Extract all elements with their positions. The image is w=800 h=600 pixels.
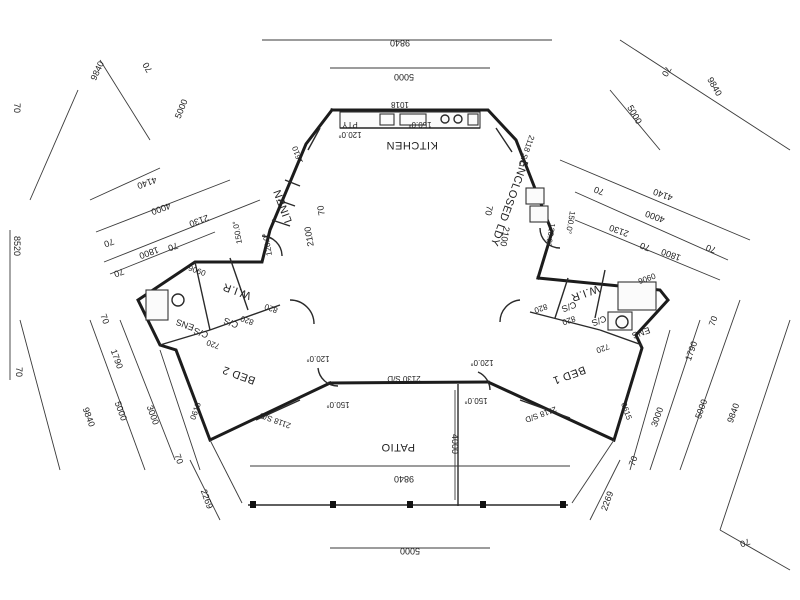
dim-right-bottom: 70 bbox=[627, 455, 640, 468]
angle-label: 120.0° bbox=[470, 358, 493, 367]
dim-left-bottom: 70 bbox=[98, 313, 111, 326]
post bbox=[480, 501, 486, 508]
dim-patio-depth: 4000 bbox=[450, 434, 460, 454]
linen-cupboard bbox=[261, 179, 301, 257]
dim-left-top: 4000 bbox=[150, 201, 172, 217]
dim-left-bottom: 9840 bbox=[81, 406, 97, 428]
bed2-door: 2118 S/D bbox=[258, 410, 292, 430]
angle-label: 120.0° bbox=[544, 222, 557, 246]
bed2-ens-wall: 820 bbox=[263, 302, 279, 315]
room-label-cs-left-a: C/S bbox=[222, 316, 240, 331]
room-label-cs-right-a: C/S bbox=[560, 300, 578, 315]
dim-left-top: 70 bbox=[167, 240, 180, 253]
dim-left-top: 70 bbox=[103, 236, 116, 249]
post bbox=[560, 501, 566, 508]
dim-left-top: 2130 bbox=[188, 213, 210, 229]
room-label-kitchen: KITCHEN bbox=[386, 139, 438, 151]
dim-right-bottom: 1790 bbox=[683, 340, 699, 362]
dim-linen-small: 70 bbox=[315, 205, 327, 217]
post bbox=[330, 501, 336, 508]
dim-right-top: 9840 bbox=[705, 75, 724, 97]
room-label-bed1: BED 1 bbox=[551, 363, 587, 386]
patio-posts bbox=[250, 501, 566, 508]
dim-left-top: 70 bbox=[113, 266, 126, 279]
dim-left-bottom: 3000 bbox=[145, 404, 161, 426]
dim-right-bottom: 5000 bbox=[693, 398, 709, 420]
post bbox=[407, 501, 413, 508]
dim-right-bottom: 9840 bbox=[725, 402, 741, 424]
room-label-bed2: BED 2 bbox=[221, 363, 257, 386]
dim-top-overall: 9840 bbox=[390, 38, 410, 48]
bed1-ens-wall: 820 bbox=[533, 302, 549, 315]
patio-door: 2130 S/D bbox=[387, 374, 421, 383]
room-label-cs-right-b: C/S bbox=[590, 314, 608, 329]
dim-ldy-inner: 2100 bbox=[498, 226, 511, 247]
bed1-wir: 820 bbox=[561, 314, 577, 327]
bed2-wir: 820 bbox=[239, 314, 255, 327]
angle-label: 150.0° bbox=[231, 220, 244, 244]
dim-left-bottom: 70 bbox=[172, 453, 185, 466]
room-label-ens-left: ENS bbox=[175, 317, 196, 333]
dim-left-side: 8520 bbox=[12, 236, 22, 256]
exterior-walls bbox=[136, 107, 670, 443]
bed2-ens-door: 720 bbox=[205, 338, 221, 351]
laundry-fixtures bbox=[525, 187, 561, 249]
dim-bottom-corner: 70 bbox=[739, 536, 752, 549]
dim-right-top: 1800 bbox=[660, 247, 682, 263]
room-label-pty: PTY bbox=[342, 120, 358, 129]
room-labels: KITCHEN PATIO BED 2 BED 1 LINEN ENCLOSED… bbox=[175, 120, 652, 453]
dim-left-side: 70 bbox=[12, 103, 22, 113]
angle-label: 150.0° bbox=[408, 120, 431, 129]
dim-linen-inner: 2100 bbox=[302, 226, 315, 247]
room-label-patio: PATIO bbox=[381, 441, 415, 453]
dim-right-top: 70 bbox=[660, 65, 674, 79]
dim-right-top: 2130 bbox=[608, 223, 630, 239]
dim-top-inner: 5000 bbox=[394, 72, 414, 82]
dim-left-top: 5000 bbox=[173, 98, 190, 120]
dim-left-bottom: 2269 bbox=[199, 488, 215, 510]
dim-left-top: 70 bbox=[141, 61, 155, 75]
dim-right-top: 4000 bbox=[644, 209, 666, 225]
room-label-cs-left-b: C/S bbox=[192, 326, 210, 341]
kitchen-bench bbox=[307, 111, 513, 153]
dimension-labels: 9840 5000 5000 9840 4000 9840 5000 4140 … bbox=[12, 38, 751, 556]
dim-right-top: 70 bbox=[639, 240, 652, 253]
angle-label: 150.0° bbox=[326, 400, 349, 409]
ens-left-width: 0906 bbox=[187, 263, 207, 278]
kitchen-width: 1018 bbox=[391, 100, 409, 109]
dim-right-top: 70 bbox=[705, 242, 718, 255]
dim-right-top: 5000 bbox=[625, 103, 644, 125]
dim-right-bottom: 3000 bbox=[649, 406, 665, 428]
dim-left-top: 9840 bbox=[89, 60, 107, 82]
angle-label: 120.0° bbox=[306, 354, 329, 363]
dim-left-bottom: 5000 bbox=[113, 400, 129, 422]
dim-right-bottom: 70 bbox=[707, 315, 720, 328]
dim-left-side: 70 bbox=[14, 367, 24, 377]
angle-label: 120.0° bbox=[261, 232, 274, 256]
dim-right-bottom: 2269 bbox=[599, 490, 615, 512]
dim-ldy-small: 70 bbox=[483, 205, 495, 217]
room-label-wir-left: W.I.R bbox=[221, 280, 253, 301]
dim-bottom-inner: 5000 bbox=[400, 546, 420, 556]
dim-left-bottom: 1790 bbox=[109, 348, 125, 370]
angle-label: 150.0° bbox=[564, 210, 577, 234]
dimension-lines bbox=[9, 39, 791, 571]
post bbox=[250, 501, 256, 508]
bed1-ens-door: 720 bbox=[595, 342, 611, 355]
angle-label: 150.0° bbox=[464, 396, 487, 405]
dim-patio-overall: 9840 bbox=[394, 474, 414, 484]
bed2-suite bbox=[145, 257, 339, 421]
angle-label: 120.0° bbox=[338, 130, 361, 139]
bed1-suite bbox=[477, 269, 657, 419]
dim-right-top: 70 bbox=[593, 184, 606, 197]
